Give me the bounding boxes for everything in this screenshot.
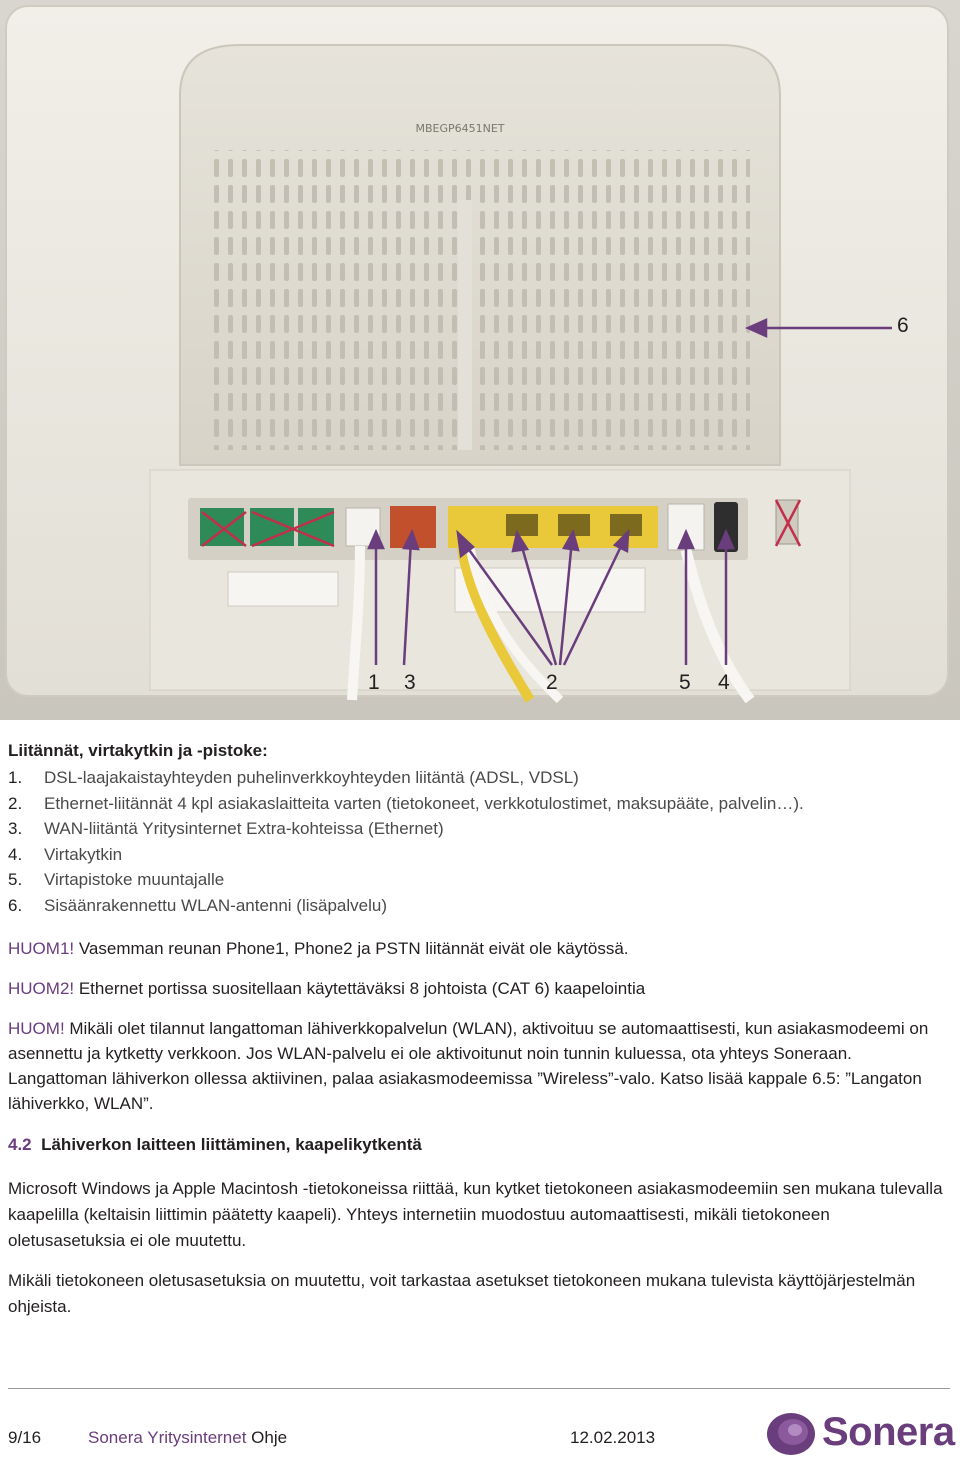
note-2: HUOM2! Ethernet portissa suositellaan kä… [8,976,948,1001]
sonera-logo: Sonera [764,1408,955,1460]
footer-date: 12.02.2013 [570,1428,656,1447]
power-switch [714,502,738,552]
note-3: HUOM! Mikäli olet tilannut langattoman l… [8,1016,948,1116]
sonera-logo-icon [767,1413,815,1455]
footer-product-name: Sonera Yritysinternet [88,1428,247,1447]
callout-5: 5 [679,671,691,694]
section-title: Lähiverkon laitteen liittäminen, kaapeli… [41,1135,422,1154]
callout-1: 1 [368,671,380,694]
section-heading: 4.2 Lähiverkon laitteen liittäminen, kaa… [8,1132,948,1157]
note-3-text: Mikäli olet tilannut langattoman lähiver… [8,1019,929,1113]
note-3-tag: HUOM! [8,1019,65,1038]
footer-doc-type: Ohje [246,1428,288,1447]
list-number: 3. [8,819,23,838]
main-text: Liitännät, virtakytkin ja -pistoke: 1. DS… [8,738,948,1320]
section-paragraph-1: Microsoft Windows ja Apple Macintosh -ti… [8,1179,943,1250]
router-back-photo: MBEGP6451NET [0,0,960,720]
router-photo-illustration: MBEGP6451NET [0,0,960,720]
page-number: 9/16 [8,1428,42,1447]
footer-divider [8,1388,950,1389]
dsl-port [345,507,381,547]
note-1-tag: HUOM1! [8,939,75,958]
note-2-text: Ethernet portissa suositellaan käytettäv… [74,979,646,998]
list-number: 5. [8,870,23,889]
connectors-title: Liitännät, virtakytkin ja -pistoke: [8,741,268,760]
list-number: 6. [8,895,23,915]
list-text: Virtakytkin [44,844,123,864]
note-1: HUOM1! Vasemman reunan Phone1, Phone2 ja… [8,936,948,961]
note-1-text: Vasemman reunan Phone1, Phone2 ja PSTN l… [74,939,629,958]
list-item: 4. Virtakytkin [8,842,948,868]
list-text: DSL-laajakaistayhteyden puhelinverkkoyht… [44,768,579,787]
section-number: 4.2 [8,1135,32,1154]
list-number: 1. [8,768,23,787]
callout-2: 2 [546,671,558,694]
list-text: Virtapistoke muuntajalle [44,870,225,889]
callout-6: 6 [897,314,909,337]
list-item: 1. DSL-laajakaistayhteyden puhelinverkkoy… [8,765,948,791]
model-label: MBEGP6451NET [415,122,504,135]
list-item: 6. Sisäänrakennettu WLAN-antenni (lisäpal… [8,893,948,919]
list-text: Ethernet-liitännät 4 kpl asiakaslaitteit… [44,793,804,813]
callout-arrows [367,318,892,666]
note-2-tag: HUOM2! [8,979,75,998]
list-number: 4. [8,844,23,864]
list-item: 2. Ethernet-liitännät 4 kpl asiakaslaitte… [8,791,948,817]
list-number: 2. [8,793,23,813]
section-paragraph-2: Mikäli tietokoneen oletusasetuksia on mu… [8,1271,916,1316]
list-item: 3. WAN-liitäntä Yritysinternet Extra-koht… [8,816,948,842]
list-item: 5. Virtapistoke muuntajalle [8,867,948,893]
list-text: Sisäänrakennettu WLAN-antenni (lisäpalve… [44,895,388,915]
connectors-list: 1. DSL-laajakaistayhteyden puhelinverkkoy… [8,765,948,918]
list-text: WAN-liitäntä Yritysinternet Extra-kohtei… [44,819,444,838]
footer-product: Sonera Yritysinternet Ohje [88,1428,287,1448]
callout-3: 3 [404,671,416,694]
callout-4: 4 [718,671,730,694]
sonera-logo-text: Sonera [822,1410,955,1454]
